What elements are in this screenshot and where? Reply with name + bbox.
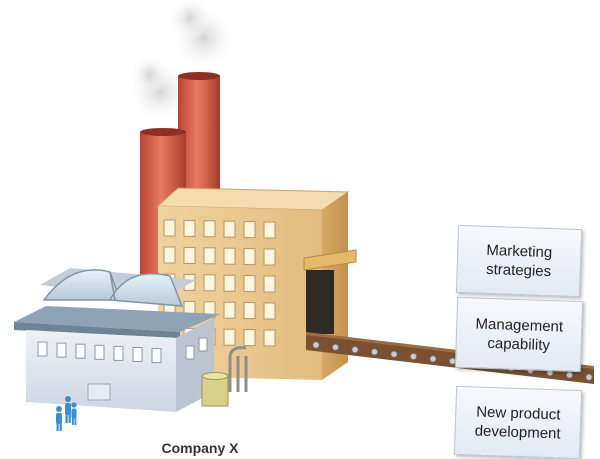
factory-window [263, 221, 276, 239]
conveyor-opening [303, 249, 357, 334]
warehouse-window [132, 347, 143, 362]
company-label: Company X [161, 440, 239, 456]
storage-tank [201, 346, 248, 407]
factory-window [223, 301, 236, 319]
conveyor-roller [371, 348, 378, 356]
warehouse-window [75, 343, 86, 359]
warehouse-window [198, 337, 208, 352]
warehouse-window [37, 341, 48, 357]
conveyor-roller [332, 343, 339, 351]
factory-window [223, 274, 236, 292]
conveyor-roller [566, 371, 573, 379]
factory-window [163, 246, 176, 264]
warehouse-window [56, 342, 67, 358]
marketing-strategies-card: Marketing strategies [455, 224, 583, 298]
factory-window [203, 247, 216, 265]
factory-window [243, 275, 256, 293]
new-product-development-card: New product development [453, 385, 583, 459]
factory-window [243, 248, 256, 266]
smoke-cloud [128, 0, 238, 124]
warehouse-window [94, 344, 105, 360]
factory-window [263, 329, 276, 347]
management-capability-card: Management capability [454, 296, 584, 373]
conveyor-roller [312, 341, 320, 349]
factory-window [243, 221, 256, 239]
conveyor-roller [429, 355, 437, 363]
factory-window [163, 219, 176, 237]
factory-window [223, 328, 236, 346]
warehouse-building [14, 268, 220, 412]
warehouse-window [113, 345, 124, 361]
factory-window [263, 275, 276, 293]
factory-window [263, 302, 276, 320]
factory-window [183, 219, 196, 237]
workers-icon [56, 396, 77, 431]
conveyor-roller [351, 346, 359, 354]
conveyor-roller [410, 353, 417, 360]
conveyor-roller [585, 373, 593, 381]
factory-window [243, 329, 256, 347]
factory-window [223, 220, 236, 238]
factory-window [263, 248, 276, 266]
factory-window [243, 302, 256, 320]
warehouse-window [185, 345, 195, 360]
factory-window [223, 247, 236, 265]
factory-window [203, 274, 216, 292]
factory-window [183, 246, 196, 264]
conveyor-roller [390, 350, 398, 358]
warehouse-window [151, 348, 162, 364]
factory-window [203, 220, 216, 238]
